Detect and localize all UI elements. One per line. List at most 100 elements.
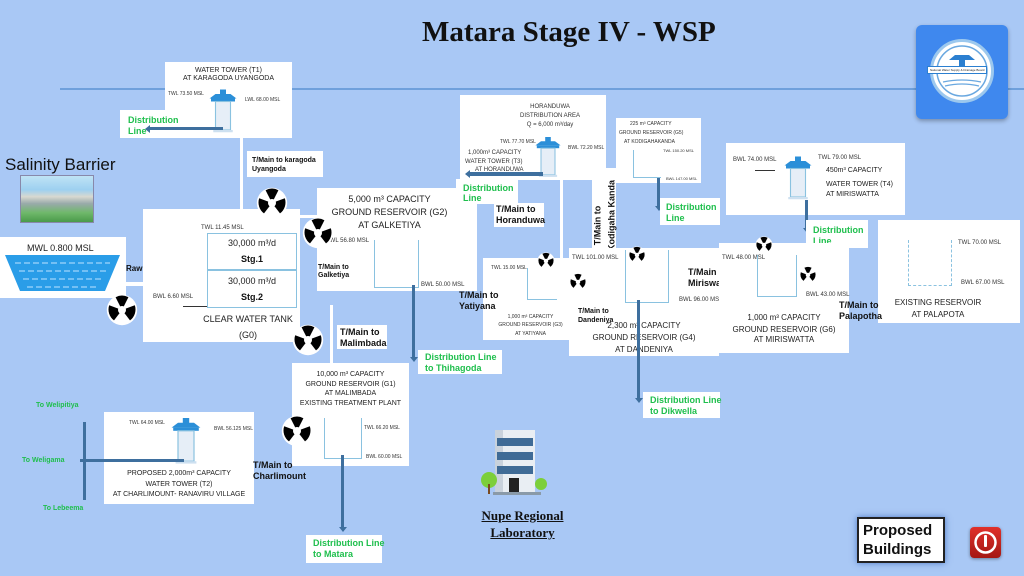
palapota-tank <box>908 240 952 286</box>
proposed-buildings-label-2: Buildings <box>863 541 932 558</box>
g6-box <box>719 243 849 353</box>
pump-icon-karagoda[interactable] <box>256 187 288 219</box>
g1-twl: TWL 66.20 MSL <box>364 425 400 431</box>
pump-icon-miriswatta[interactable] <box>755 236 773 254</box>
cwt-bwl: BWL 6.60 MSL <box>153 294 194 300</box>
palapota-bwl: BWL 67.00 MSL <box>961 280 1005 286</box>
g2-dist-2: to Thihagoda <box>425 363 482 373</box>
g1-capacity: 10,000 m³ CAPACITY <box>316 371 385 378</box>
g4-bwl: BWL 96.00 MSL <box>679 297 723 303</box>
t2-tmain-1: T/Main to <box>253 460 293 470</box>
tmain-malimbada-1: T/Main to <box>340 327 380 337</box>
g3-tank <box>527 268 557 300</box>
g5-tmain-2: Kodigaha Kanda <box>606 180 617 252</box>
t2-to-lebeema: To Lebeema <box>43 505 84 512</box>
cwt-stage2-label: Stg.2 <box>240 292 263 302</box>
lab-label-1: Nupe Regional <box>481 508 564 523</box>
power-icon <box>974 531 997 554</box>
t3-capacity: 1,000m³ CAPACITY <box>468 150 522 156</box>
g3-loc: AT YATIYANA <box>515 331 546 337</box>
pump-icon-dandeniya[interactable] <box>569 273 587 291</box>
g4-tank <box>625 250 669 303</box>
g1-note: EXISTING TREATMENT PLANT <box>299 400 402 407</box>
intake-water-icon <box>5 255 120 291</box>
salinity-barrier-label: Salinity Barrier <box>5 155 116 174</box>
cwt-stage1-label: Stg.1 <box>240 254 263 264</box>
main-pipe-horanduwa <box>560 180 563 260</box>
g5-dist-2: Line <box>666 213 685 223</box>
pump-icon-palapotha[interactable] <box>799 266 817 284</box>
pump-icon-yatiyana[interactable] <box>537 252 555 270</box>
g1-box <box>292 363 409 466</box>
pump-icon-malimbada[interactable] <box>292 324 324 356</box>
t3-dist-arrow <box>465 170 543 178</box>
pump-icon-galketiya[interactable] <box>302 217 334 249</box>
g2-tmain-2: Galketiya <box>318 272 350 279</box>
g1-dist-box <box>306 535 382 563</box>
t3-tmain-1: T/Main to <box>496 204 536 214</box>
t3-loc: AT HORANDUWA <box>475 167 524 173</box>
g2-tank <box>374 240 419 288</box>
g1-tank <box>324 418 362 459</box>
g4-dist-1: Distribution Line <box>650 395 722 405</box>
salinity-barrier-photo <box>20 175 94 223</box>
g2-dist-box <box>418 350 502 374</box>
main-pipe-malimbada <box>330 305 333 375</box>
pump-icon-raw-water[interactable] <box>106 294 138 326</box>
t1-twl: TWL 73.50 MSL <box>168 91 204 97</box>
tmain-kodigaha-box <box>592 168 616 260</box>
g1-dist-2: to Matara <box>313 549 354 559</box>
g6-tmain-2: Miriswatta <box>688 278 733 288</box>
t1-dist-box <box>120 110 180 138</box>
g6-tmain-1: T/Main to <box>688 267 728 277</box>
t4-bwl: BWL 74.00 MSL <box>733 157 777 163</box>
proposed-buildings-button[interactable]: Proposed Buildings <box>857 517 945 563</box>
cwt-stage2-capacity: 30,000 m³/d <box>227 276 277 286</box>
lab-label-2: Laboratory <box>490 525 555 540</box>
g2-dist-1: Distribution Line <box>425 352 497 362</box>
t3-area2: DISTRIBUTION AREA <box>519 113 580 119</box>
g5-bwl: BWL 147.00 MSL <box>666 176 698 181</box>
g4-tmain-2: Dandeniya <box>578 317 614 324</box>
t4-dist-2: Line <box>813 236 832 246</box>
cwt-code: (G0) <box>239 330 257 340</box>
palapota-loc: AT PALAPOTA <box>911 310 965 319</box>
pump-icon-charlimount[interactable] <box>281 415 313 447</box>
t4-capacity: 450m³ CAPACITY <box>826 167 883 174</box>
t4-name: WATER TOWER (T4) <box>826 181 894 188</box>
tmain-malimbada-2: Malimbada <box>340 338 387 348</box>
cwt-name: CLEAR WATER TANK <box>203 314 293 324</box>
pump-icon-kodigaha[interactable] <box>628 246 646 264</box>
g5-dist-arrow <box>655 178 663 211</box>
t1-title2: AT KARAGODA UYANGODA <box>182 75 275 82</box>
g5-loc: AT KODIGAHAKANDA <box>624 139 675 145</box>
g4-dist-arrow <box>635 300 643 403</box>
cwt-stage2 <box>207 270 297 308</box>
palapota-tmain-1: T/Main to <box>839 300 879 310</box>
nwsdb-logo[interactable]: National Water Supply & Drainage Board <box>916 25 1008 119</box>
t3-tmain-box <box>494 203 544 227</box>
mwl-label: MWL 0.800 MSL <box>27 243 94 253</box>
g1-dist-arrow <box>339 455 347 532</box>
building-icon[interactable] <box>475 418 555 498</box>
t2-line1: PROPOSED 2,000m³ CAPACITY <box>127 470 231 477</box>
t3-dist-box <box>456 179 518 204</box>
g4-dist-2: to Dikwella <box>650 406 698 416</box>
t1-lwl: LWL 68.00 MSL <box>245 97 281 103</box>
t3-bwl: BWL 72.20 MSL <box>568 145 605 151</box>
g4-capacity: 2,300 m³ CAPACITY <box>607 321 681 330</box>
g4-dist-box <box>643 392 720 418</box>
g6-bwl: BWL 43.00 MSL <box>806 292 850 298</box>
page-title: Matara Stage IV - WSP <box>422 16 716 48</box>
t3-name: WATER TOWER (T3) <box>465 159 523 165</box>
t1-dist-label-1: Distribution <box>128 115 179 125</box>
power-button[interactable] <box>970 527 1001 558</box>
main-pipe-t1 <box>240 138 243 210</box>
cwt-stage1 <box>207 233 297 270</box>
g6-loc: AT MIRISWATTA <box>753 335 815 344</box>
g1-name: GROUND RESERVOIR (G1) <box>305 381 396 388</box>
t2-line2: WATER TOWER (T2) <box>145 481 213 488</box>
t1-dist-label-2: Line <box>128 126 147 136</box>
g5-box <box>616 118 701 183</box>
g3-capacity: 1,000 m³ CAPACITY <box>507 314 554 320</box>
